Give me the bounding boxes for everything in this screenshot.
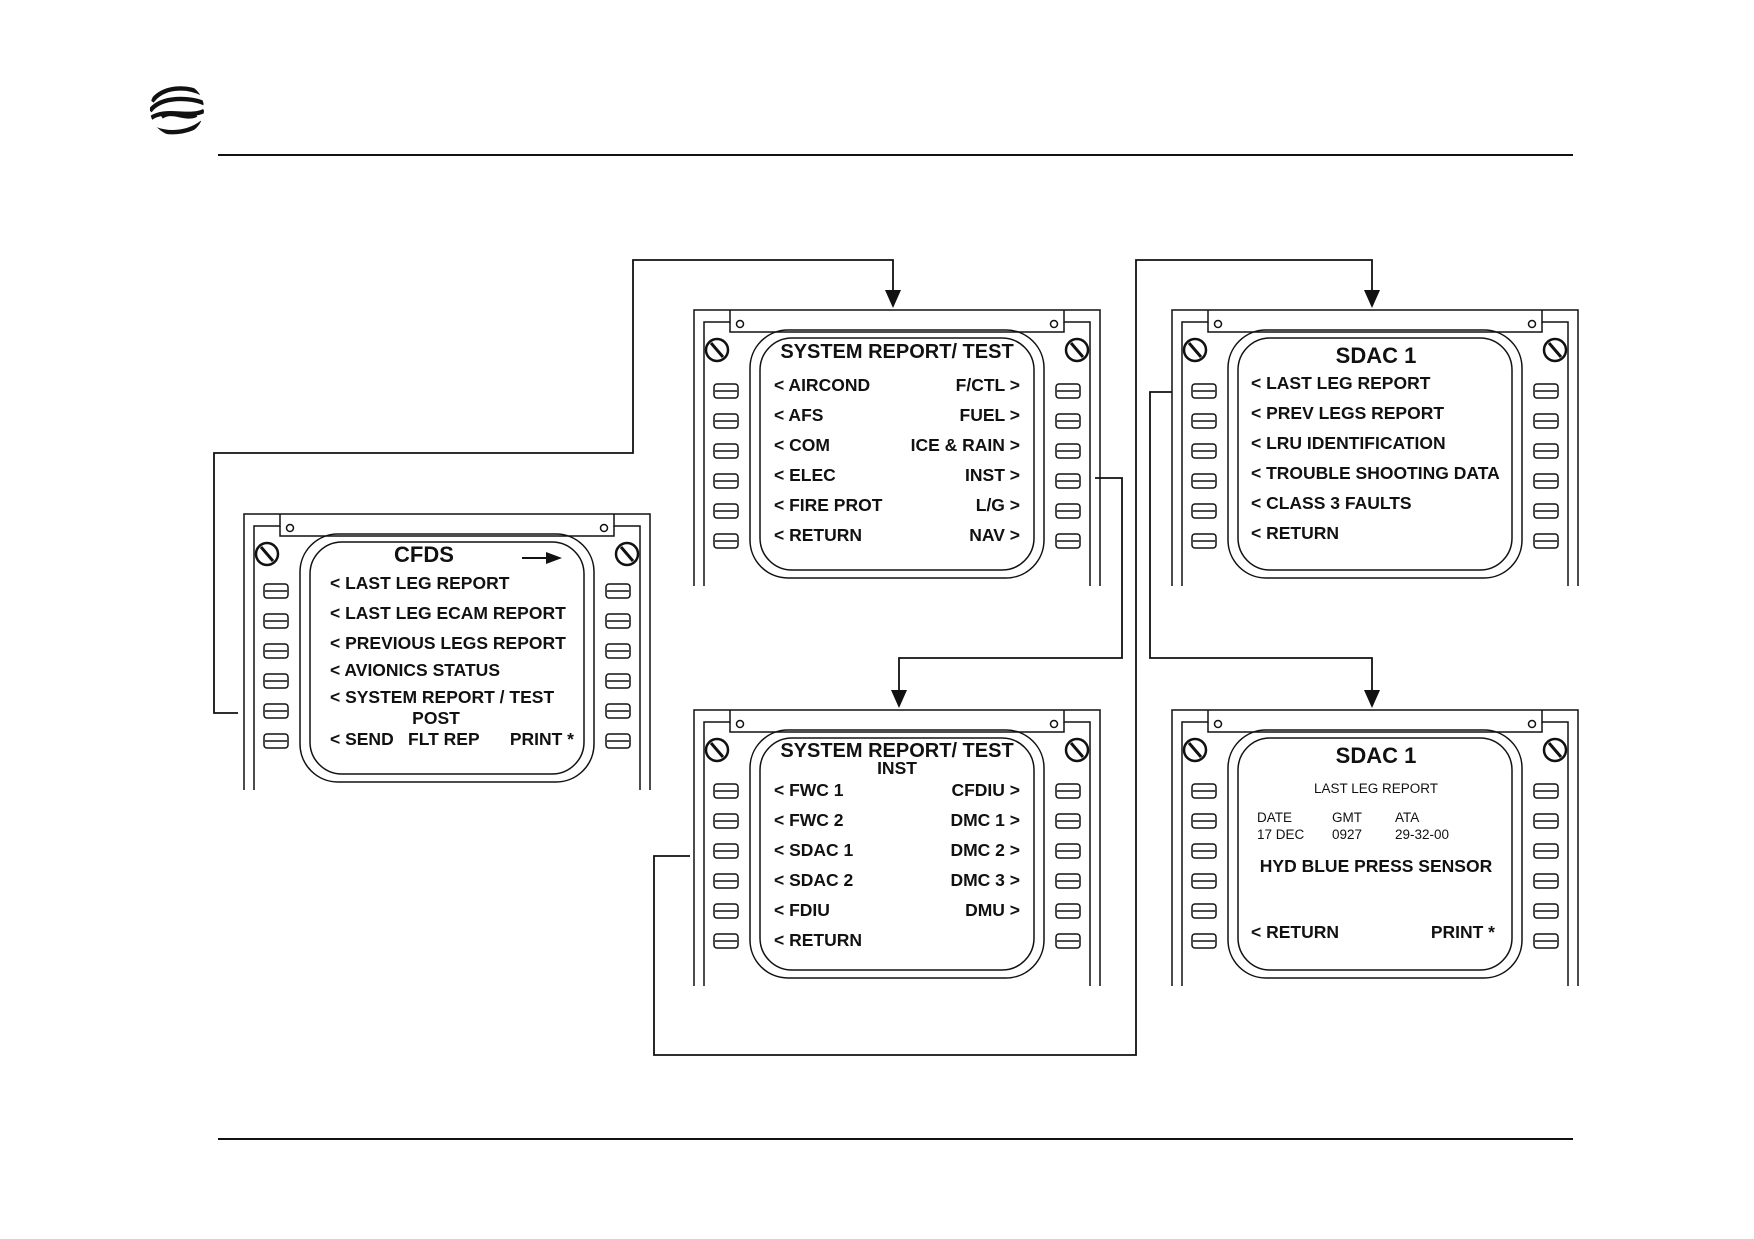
company-logo-icon: [149, 86, 205, 135]
menu-item-elec[interactable]: < ELEC: [774, 465, 836, 485]
system-report-title: SYSTEM REPORT/ TEST: [780, 341, 1014, 363]
menu-item-fuel[interactable]: FUEL >: [959, 405, 1020, 425]
menu-item-dmu[interactable]: DMU >: [965, 900, 1020, 920]
cfds-title: CFDS: [394, 542, 454, 567]
menu-item-last-leg-ecam-report[interactable]: < LAST LEG ECAM REPORT: [330, 603, 566, 623]
mcdu-cfds: CFDS < LAST LEG REPORT < LAST LEG ECAM R…: [243, 513, 651, 790]
send-button[interactable]: < SEND: [330, 729, 394, 749]
menu-item-last-leg-report[interactable]: < LAST LEG REPORT: [330, 573, 510, 593]
arrowhead-system-report: [885, 290, 901, 308]
menu-item-nav[interactable]: NAV >: [969, 525, 1020, 545]
menu-item-fctl[interactable]: F/CTL >: [955, 375, 1020, 395]
menu-item-lg[interactable]: L/G >: [975, 495, 1020, 515]
menu-item-inst[interactable]: INST >: [965, 465, 1020, 485]
gmt-header: GMT: [1332, 810, 1362, 825]
menu-item-return[interactable]: < RETURN: [774, 525, 862, 545]
sdac-report-title: SDAC 1: [1335, 743, 1417, 768]
menu-item-class-3-faults[interactable]: < CLASS 3 FAULTS: [1251, 493, 1412, 513]
print-button[interactable]: PRINT *: [1430, 922, 1495, 942]
flt-rep-label: FLT REP: [408, 729, 480, 749]
menu-item-lru-identification[interactable]: < LRU IDENTIFICATION: [1251, 433, 1446, 453]
menu-item-return[interactable]: < RETURN: [774, 930, 862, 950]
menu-item-sdac2[interactable]: < SDAC 2: [774, 870, 854, 890]
menu-item-fdiu[interactable]: < FDIU: [774, 900, 830, 920]
date-header: DATE: [1257, 810, 1293, 825]
mcdu-frame: [243, 513, 651, 790]
return-button[interactable]: < RETURN: [1251, 922, 1339, 942]
menu-item-cfdiu[interactable]: CFDIU >: [951, 780, 1020, 800]
menu-item-fire-prot[interactable]: < FIRE PROT: [774, 495, 883, 515]
menu-item-fwc1[interactable]: < FWC 1: [774, 780, 844, 800]
menu-item-trouble-shooting-data[interactable]: < TROUBLE SHOOTING DATA: [1251, 463, 1500, 483]
menu-item-last-leg-report[interactable]: < LAST LEG REPORT: [1251, 373, 1431, 393]
mcdu-frame: [693, 709, 1101, 986]
arrowhead-inst-page: [891, 690, 907, 708]
post-label: POST: [412, 708, 460, 728]
menu-item-fwc2[interactable]: < FWC 2: [774, 810, 844, 830]
mcdu-sdac-report: SDAC 1 LAST LEG REPORT DATE GMT ATA 17 D…: [1171, 709, 1579, 986]
arrowhead-sdac-menu: [1364, 290, 1380, 308]
inst-page-title: SYSTEM REPORT/ TEST: [780, 740, 1014, 762]
menu-item-prev-legs-report[interactable]: < PREV LEGS REPORT: [1251, 403, 1445, 423]
menu-item-com[interactable]: < COM: [774, 435, 830, 455]
mcdu-frame: [1171, 309, 1579, 586]
header-rule: [218, 154, 1573, 156]
menu-item-previous-legs-report[interactable]: < PREVIOUS LEGS REPORT: [330, 633, 566, 653]
footer-rule: [218, 1138, 1573, 1140]
menu-item-return[interactable]: < RETURN: [1251, 523, 1339, 543]
right-arrow-icon: [522, 552, 562, 564]
ata-value: 29-32-00: [1395, 827, 1450, 842]
menu-item-avionics-status[interactable]: < AVIONICS STATUS: [330, 660, 500, 680]
report-subtitle: LAST LEG REPORT: [1313, 781, 1439, 796]
mcdu-frame: [693, 309, 1101, 586]
sdac-menu-title: SDAC 1: [1335, 343, 1417, 368]
mcdu-system-report: SYSTEM REPORT/ TEST < AIRCOND F/CTL > < A…: [693, 309, 1101, 586]
inst-page-subtitle: INST: [877, 758, 917, 778]
mcdu-sdac-menu: SDAC 1 < LAST LEG REPORT < PREV LEGS REP…: [1171, 309, 1579, 586]
menu-item-system-report-test[interactable]: < SYSTEM REPORT / TEST: [330, 687, 555, 707]
fault-message: HYD BLUE PRESS SENSOR: [1259, 856, 1493, 876]
menu-item-dmc1[interactable]: DMC 1 >: [950, 810, 1020, 830]
menu-item-dmc3[interactable]: DMC 3 >: [950, 870, 1020, 890]
menu-item-sdac1[interactable]: < SDAC 1: [774, 840, 854, 860]
menu-item-ice-rain[interactable]: ICE & RAIN >: [910, 435, 1020, 455]
lsk-right: [605, 583, 631, 749]
menu-item-aircond[interactable]: < AIRCOND: [774, 375, 871, 395]
menu-item-dmc2[interactable]: DMC 2 >: [950, 840, 1020, 860]
gmt-value: 0927: [1332, 827, 1363, 842]
menu-item-afs[interactable]: < AFS: [774, 405, 824, 425]
lsk-left: [263, 583, 289, 749]
date-value: 17 DEC: [1257, 827, 1305, 842]
ata-header: ATA: [1395, 810, 1420, 825]
print-button[interactable]: PRINT *: [509, 729, 574, 749]
arrowhead-sdac-report: [1364, 690, 1380, 708]
mcdu-frame: [1171, 709, 1579, 986]
